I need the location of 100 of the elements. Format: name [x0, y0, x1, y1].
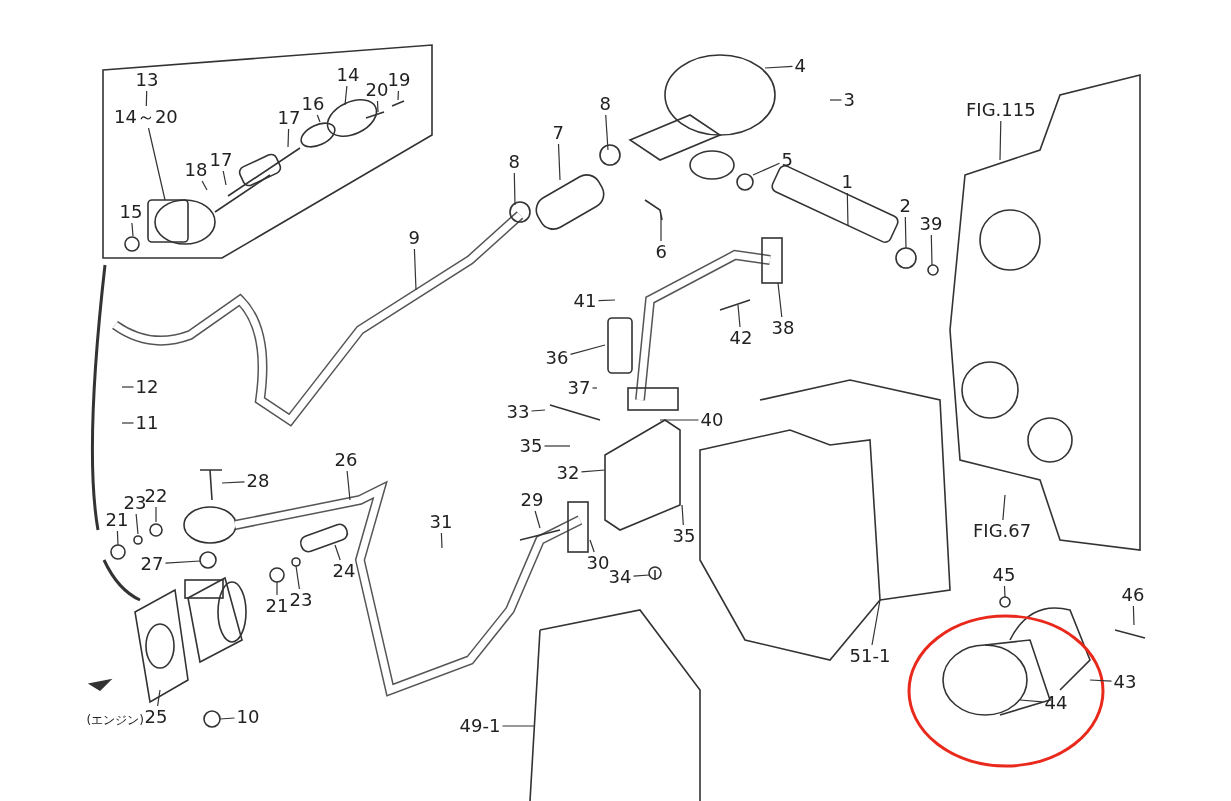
leader-line [597, 299, 616, 302]
leader-line [145, 90, 148, 107]
leader-line [904, 216, 907, 249]
callout-number: 17 [209, 150, 233, 170]
callout-number: 35 [672, 526, 696, 546]
callout-number: 39 [919, 214, 943, 234]
callout-number: 9 [408, 228, 420, 248]
callout-number: 8 [599, 94, 611, 114]
callout-number: 2 [899, 196, 911, 216]
leader-line [752, 162, 781, 176]
callout-number: 41 [573, 291, 597, 311]
leader-line [147, 127, 166, 201]
callout-number: 3 [843, 90, 855, 110]
callout-number: 43 [1113, 672, 1137, 692]
leader-line [376, 100, 379, 113]
leader-line [397, 90, 399, 101]
leader-line [346, 470, 351, 501]
leader-line [930, 234, 933, 266]
leader-line [121, 386, 135, 388]
leader-line [534, 510, 541, 529]
callout-number: 35 [519, 436, 543, 456]
leader-line [157, 689, 161, 707]
callout-number: 38 [771, 318, 795, 338]
callout-number: 12 [135, 377, 159, 397]
leader-line [871, 599, 881, 646]
leader-line [591, 387, 598, 389]
leader-line [660, 214, 662, 242]
leader-line [135, 513, 139, 535]
leader-line [501, 725, 536, 727]
leader-line [222, 170, 227, 186]
callout-number: 7 [552, 123, 564, 143]
leader-line [777, 282, 783, 318]
callout-number: 8 [508, 152, 520, 172]
leader-line [605, 114, 609, 151]
callout-number: 33 [506, 402, 530, 422]
leader-line [569, 344, 606, 355]
callout-number: 23 [289, 590, 313, 610]
leader-line [1019, 699, 1044, 703]
callout-number: 21 [105, 510, 129, 530]
leader-line [632, 574, 650, 577]
leader-line [764, 65, 794, 69]
callout-number: 37 [567, 378, 591, 398]
callout-number: 18 [184, 160, 208, 180]
exploded-view-drawing [87, 44, 1146, 801]
callout-number: 45 [992, 565, 1016, 585]
leader-line [999, 120, 1002, 161]
callout-number: 11 [135, 413, 159, 433]
callout-number: 51-1 [849, 646, 891, 666]
leader-line [846, 192, 849, 227]
leader-line [295, 565, 300, 590]
leader-line [121, 422, 135, 424]
leader-line [116, 530, 119, 546]
callout-number: 40 [700, 410, 724, 430]
leader-line [413, 248, 417, 291]
callout-number: 26 [334, 450, 358, 470]
leader-line [440, 532, 443, 549]
leader-line [589, 539, 595, 553]
leader-line [543, 445, 571, 447]
leader-line [219, 717, 236, 720]
callout-number: 32 [556, 463, 580, 483]
callout-number: 22 [144, 486, 168, 506]
callout-number: 29 [520, 490, 544, 510]
callout-number: 25 [144, 707, 168, 727]
leader-line [1002, 494, 1006, 521]
leader-line [164, 560, 201, 564]
callout-number: 23 [123, 493, 147, 513]
callout-number: 6 [655, 242, 667, 262]
callout-number: 1 [841, 172, 853, 192]
leader-line [155, 506, 157, 523]
callout-number: 46 [1121, 585, 1145, 605]
callout-number: 19 [387, 70, 411, 90]
leader-line [316, 114, 321, 123]
leader-line [530, 409, 546, 412]
callout-number: 13 [135, 70, 159, 90]
leader-line [829, 99, 843, 101]
callout-number: 30 [586, 553, 610, 573]
callout-number: 34 [608, 567, 632, 587]
callout-number: 24 [332, 561, 356, 581]
leader-line [1003, 585, 1006, 598]
callout-number: 4 [794, 56, 806, 76]
leader-line [513, 172, 516, 206]
leader-line [287, 128, 290, 148]
leader-line [131, 222, 134, 237]
callout-number: 17 [277, 108, 301, 128]
callout-number: 5 [781, 150, 793, 170]
callout-number: 44 [1044, 693, 1068, 713]
leader-line [659, 419, 700, 421]
callout-number: 21 [265, 596, 289, 616]
leader-line [201, 180, 208, 191]
callout-number: 10 [236, 707, 260, 727]
leader-line [1132, 605, 1135, 626]
callout-number: 15 [119, 202, 143, 222]
leader-line [276, 581, 278, 596]
callout-number: 49-1 [459, 716, 501, 736]
callout-number: 27 [140, 554, 164, 574]
leader-line [221, 481, 246, 484]
engine-direction-note: (エンジン) [86, 712, 144, 729]
callout-number: 42 [729, 328, 753, 348]
leader-line [580, 469, 606, 473]
callout-number: 36 [545, 348, 569, 368]
